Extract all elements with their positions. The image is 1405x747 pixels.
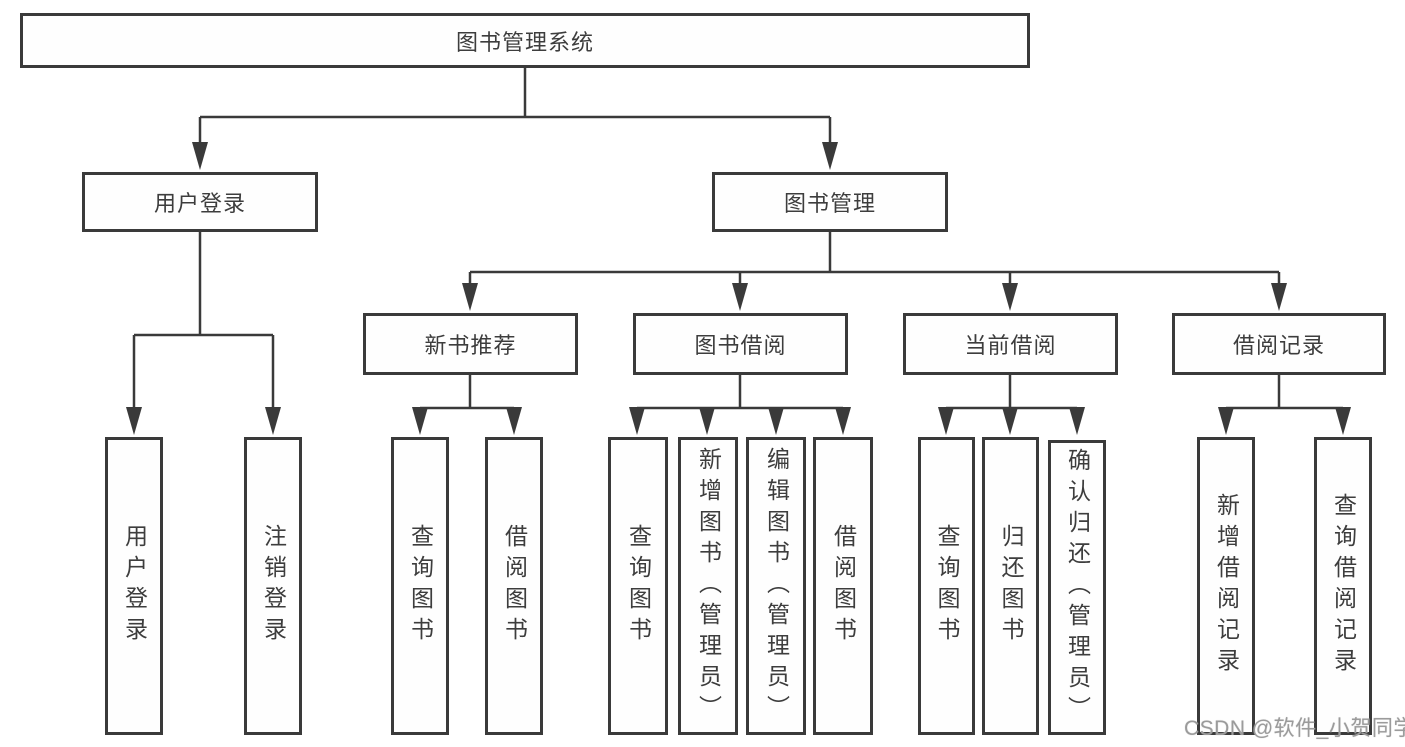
- leaf-label: 确认归还（管理员）: [1064, 448, 1091, 727]
- leaf-label: 查询图书: [934, 524, 960, 648]
- leaf-label: 借阅图书: [501, 524, 528, 648]
- node-borrowing-records: 借阅记录: [1172, 313, 1386, 375]
- leaf-edit-book-admin: 编辑图书（管理员）: [746, 437, 806, 735]
- arrowhead-icon: [462, 283, 478, 311]
- leaf-query-books-current: 查询图书: [918, 437, 975, 735]
- leaf-confirm-return-admin: 确认归还（管理员）: [1048, 440, 1106, 735]
- leaf-query-books-recommend: 查询图书: [391, 437, 449, 735]
- node-label: 图书借阅: [694, 333, 787, 358]
- leaf-label: 编辑图书（管理员）: [763, 446, 790, 726]
- leaf-label: 借阅图书: [830, 524, 857, 648]
- leaf-borrow-books: 借阅图书: [813, 437, 873, 735]
- arrowhead-icon: [265, 407, 281, 435]
- node-label: 当前借阅: [964, 333, 1057, 358]
- leaf-user-login: 用户登录: [105, 437, 163, 735]
- arrowhead-icon: [506, 407, 522, 435]
- node-current-borrowing: 当前借阅: [903, 313, 1118, 375]
- arrowhead-icon: [1218, 407, 1234, 435]
- arrowhead-icon: [732, 283, 748, 311]
- arrowhead-icon: [1002, 407, 1018, 435]
- node-label: 图书管理系统: [455, 29, 594, 55]
- leaf-add-borrow-record: 新增借阅记录: [1197, 437, 1255, 735]
- watermark: CSDN @软件_小贺同学: [1184, 717, 1405, 740]
- arrowhead-icon: [1002, 283, 1018, 311]
- arrowhead-icon: [1069, 407, 1085, 435]
- leaf-label: 用户登录: [121, 524, 148, 648]
- arrowhead-icon: [412, 407, 428, 435]
- leaf-label: 查询借阅记录: [1330, 493, 1357, 679]
- arrowhead-icon: [768, 407, 784, 435]
- leaf-query-borrow-record: 查询借阅记录: [1314, 437, 1372, 735]
- leaf-label: 新增借阅记录: [1213, 493, 1240, 679]
- leaf-label: 查询图书: [625, 524, 652, 648]
- arrowhead-icon: [192, 142, 208, 170]
- node-label: 新书推荐: [424, 333, 517, 358]
- leaf-add-book-admin: 新增图书（管理员）: [678, 437, 738, 735]
- arrowhead-icon: [699, 407, 715, 435]
- leaf-label: 查询图书: [407, 524, 434, 648]
- leaf-label: 归还图书: [998, 524, 1024, 648]
- leaf-borrow-books-recommend: 借阅图书: [485, 437, 543, 735]
- node-label: 用户登录: [153, 191, 246, 216]
- node-label: 借阅记录: [1232, 333, 1325, 358]
- arrowhead-icon: [938, 407, 954, 435]
- arrowhead-icon: [1271, 283, 1287, 311]
- node-book-borrowing: 图书借阅: [633, 313, 848, 375]
- node-new-book-recommend: 新书推荐: [363, 313, 578, 375]
- arrowhead-icon: [629, 407, 645, 435]
- arrowheads: [126, 142, 1351, 435]
- arrowhead-icon: [1335, 407, 1351, 435]
- leaf-logout: 注销登录: [244, 437, 302, 735]
- node-library-management-system: 图书管理系统: [20, 13, 1030, 68]
- leaf-query-books-borrowing: 查询图书: [608, 437, 668, 735]
- leaf-label: 新增图书（管理员）: [695, 446, 722, 726]
- node-user-login: 用户登录: [82, 172, 318, 232]
- leaf-return-book: 归还图书: [982, 437, 1039, 735]
- leaf-label: 注销登录: [260, 524, 287, 648]
- arrowhead-icon: [126, 407, 142, 435]
- arrowhead-icon: [835, 407, 851, 435]
- arrowhead-icon: [822, 142, 838, 170]
- node-book-management: 图书管理: [712, 172, 948, 232]
- node-label: 图书管理: [783, 191, 876, 216]
